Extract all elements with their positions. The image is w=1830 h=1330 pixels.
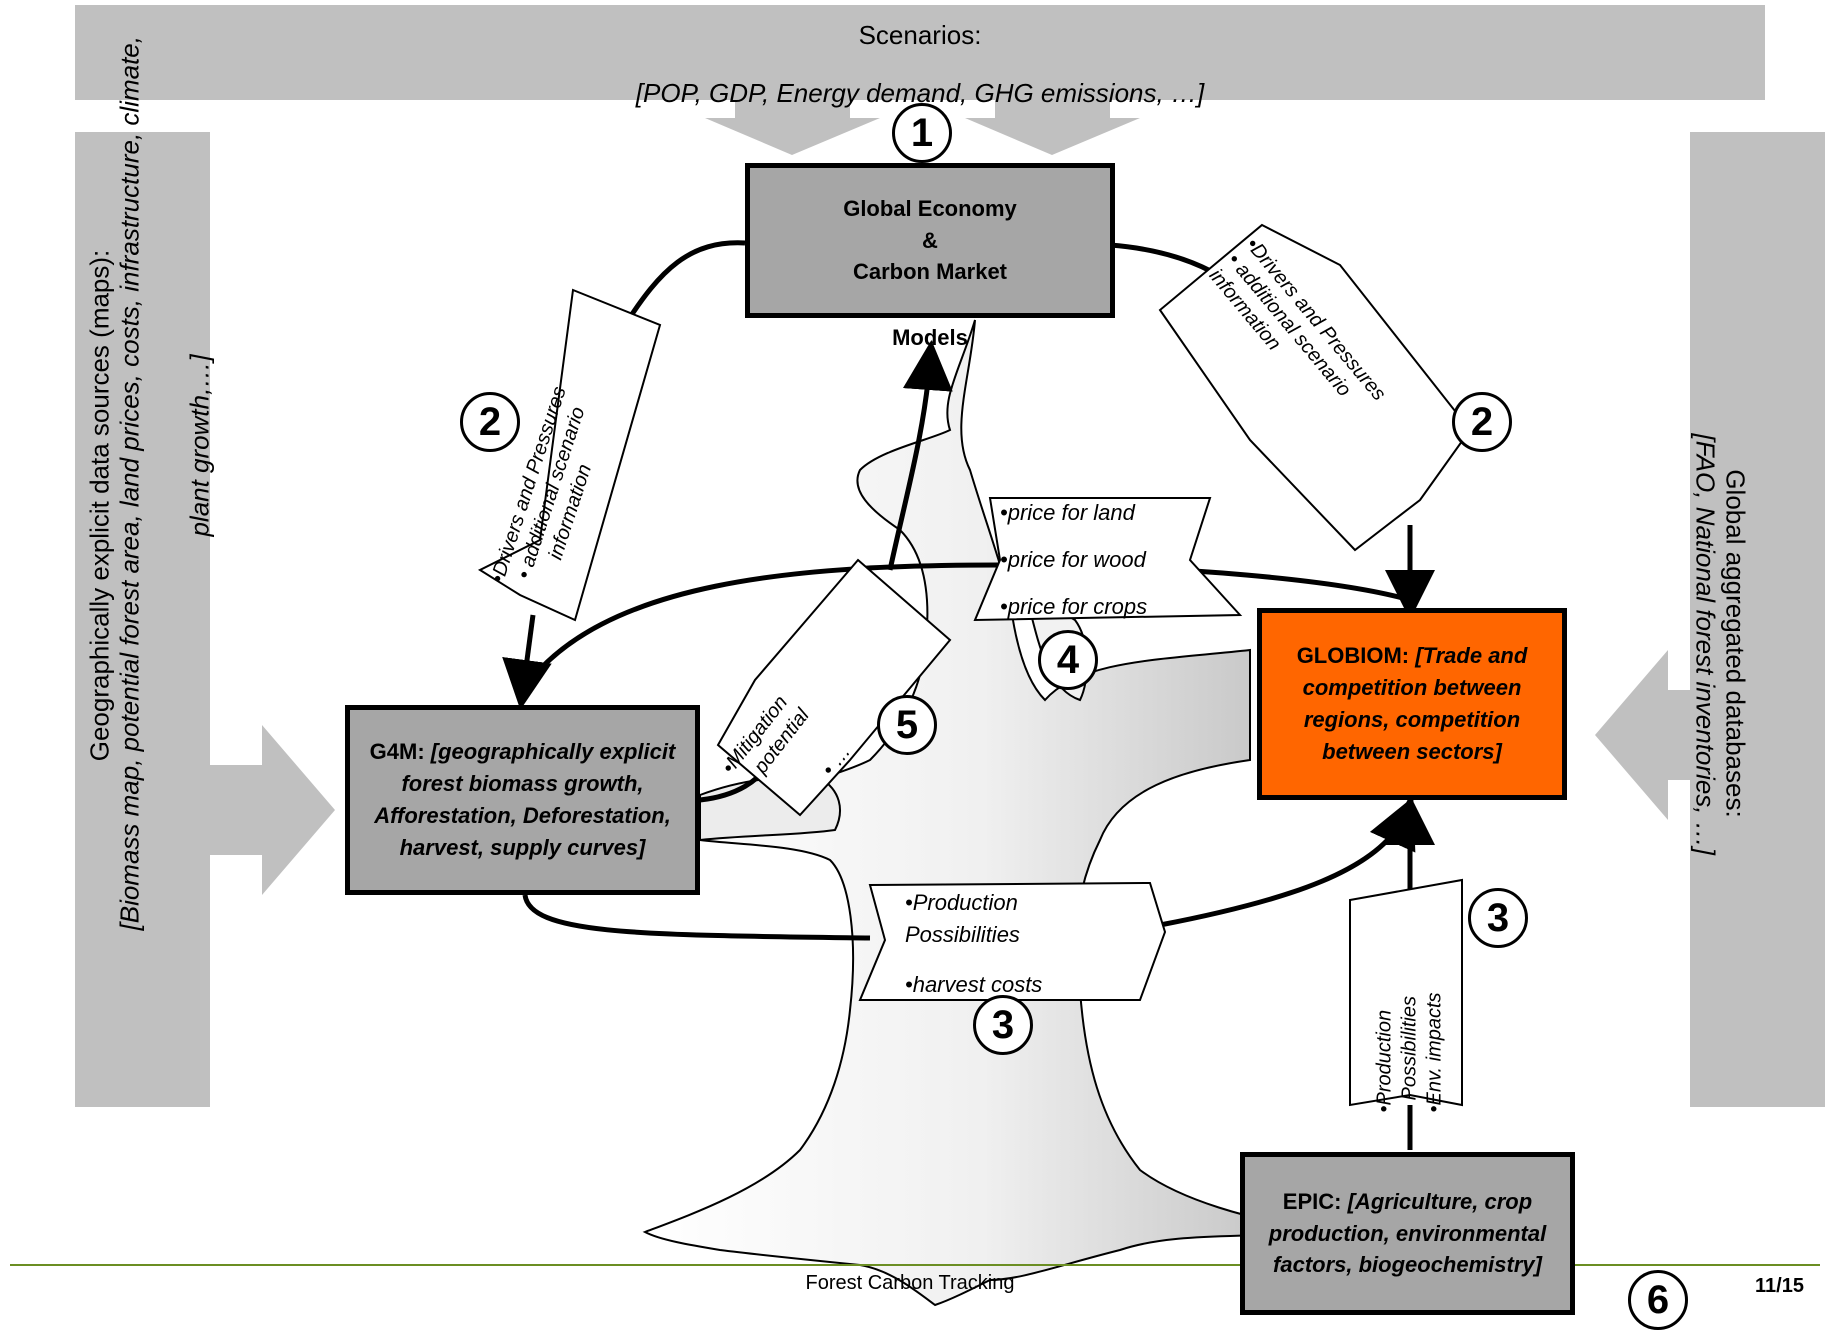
- right-source-title: Global aggregated databases:: [1720, 469, 1751, 818]
- production-line2: Possibilities: [905, 922, 1020, 947]
- left-source-title: Geographically explicit data sources (ma…: [84, 249, 115, 762]
- right-source-list: [FAO, National forest inventories, …]: [1690, 433, 1721, 855]
- scenarios-title: Scenarios:: [858, 20, 982, 50]
- price-wood-label: •price for wood: [1000, 547, 1146, 572]
- right-data-banner: [1690, 132, 1825, 1107]
- epic-flow-line1: •Production: [1373, 1009, 1396, 1113]
- footer-page-number: 11/15: [1755, 1275, 1804, 1297]
- step-number-3-center: 3: [973, 995, 1033, 1055]
- left-source-list-cont: plant growth,…]: [184, 354, 215, 537]
- globiom-box: GLOBIOM: [Trade and competition between …: [1257, 608, 1567, 800]
- flow-arrow-into-g4m: [502, 614, 552, 710]
- epic-box: EPIC: [Agriculture, crop production, env…: [1240, 1152, 1575, 1315]
- left-data-arrow: [210, 725, 335, 895]
- flow-curve-bottom-loop: [522, 894, 871, 941]
- step-number-2-right: 2: [1452, 392, 1512, 452]
- step-number-6: 6: [1628, 1270, 1688, 1330]
- scenario-arrow-left: [705, 100, 880, 155]
- epic-flow-line3: •Env. impacts: [1423, 992, 1446, 1113]
- g4m-desc: [geographically explicit forest biomass …: [374, 739, 676, 860]
- global-economy-line3: Carbon Market: [852, 259, 1008, 285]
- production-line1: •Production: [905, 890, 1018, 915]
- epic-flow-text: •Production Possibilities •Env. impacts: [1373, 913, 1448, 1113]
- pennant-epic-flow: [1349, 878, 1463, 1107]
- globiom-head: GLOBIOM:: [1296, 643, 1410, 669]
- left-source-list: [Biomass map, potential forest area, lan…: [114, 36, 145, 931]
- pennant-mitigation: [716, 558, 952, 817]
- global-economy-box: Global Economy & Carbon Market: [745, 163, 1115, 318]
- flow-curve-mitigation-up: [887, 340, 953, 571]
- g4m-box: G4M: [geographically explicit forest bio…: [345, 705, 700, 895]
- step-number-2-left: 2: [460, 392, 520, 452]
- flow-curve-top-loop: [520, 562, 1411, 692]
- pennant-prices: [973, 497, 1243, 622]
- step-number-3-right: 3: [1468, 888, 1528, 948]
- scenario-arrow-right: [965, 100, 1140, 155]
- price-land-label: •price for land: [1000, 500, 1135, 525]
- flow-curve-ge-to-g4m: [622, 240, 746, 327]
- g4m-head: G4M:: [369, 739, 425, 765]
- epic-head: EPIC:: [1282, 1188, 1342, 1214]
- scenarios-banner: [75, 5, 1765, 100]
- right-data-arrow: [1595, 650, 1690, 820]
- production-line3: •harvest costs: [905, 972, 1043, 997]
- global-economy-line2: &: [922, 227, 938, 253]
- step-number-1: 1: [892, 103, 952, 163]
- step-number-4: 4: [1038, 630, 1098, 690]
- pennant-left-2: [477, 288, 662, 622]
- step-number-5: 5: [877, 695, 937, 755]
- price-crops-label: •price for crops: [1000, 594, 1148, 619]
- pennant-production: [858, 881, 1167, 1001]
- epic-flow-line2: Possibilities: [1398, 996, 1421, 1101]
- epic-desc: [Agriculture, crop production, environme…: [1268, 1188, 1547, 1278]
- global-economy-line4: Models: [892, 325, 968, 350]
- global-economy-line1: Global Economy: [843, 195, 1017, 221]
- pennant-right-2: [1158, 223, 1472, 552]
- footer-title: Forest Carbon Tracking: [805, 1272, 1015, 1294]
- globiom-desc: [Trade and competition between regions, …: [1302, 643, 1528, 764]
- left-data-banner: [75, 132, 210, 1107]
